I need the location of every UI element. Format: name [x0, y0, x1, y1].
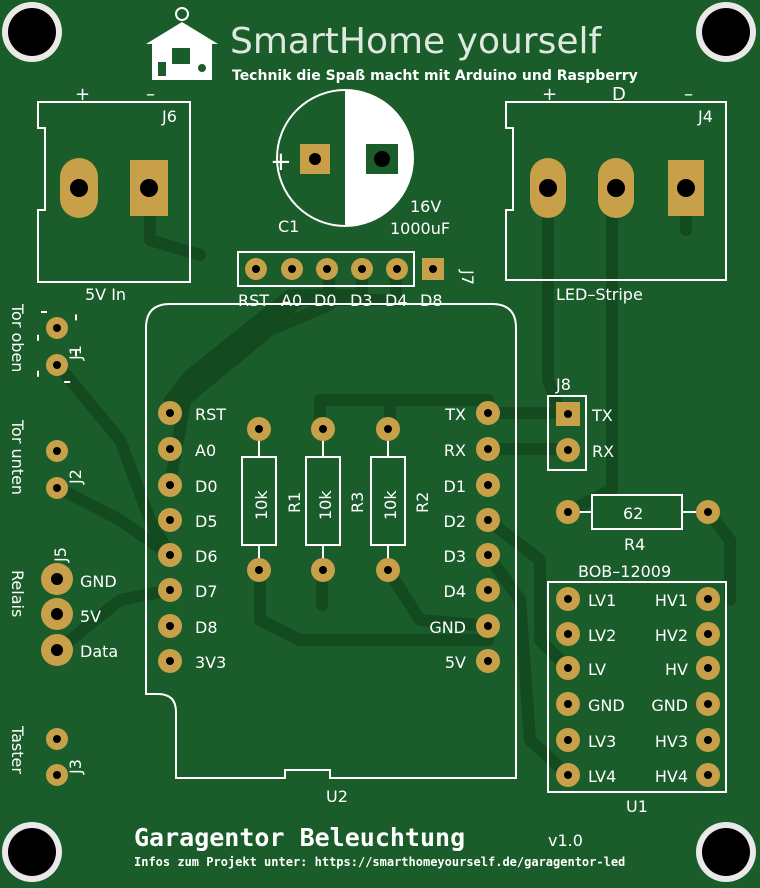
- j3-label: Taster: [8, 725, 27, 774]
- c1-plus-label: +: [270, 147, 292, 177]
- u1-pin-gnd-left: GND: [588, 696, 625, 715]
- j6-caption: 5V In: [85, 285, 126, 304]
- u2-pin-d1: D1: [444, 477, 467, 496]
- board-title: Garagentor Beleuchtung: [134, 823, 465, 852]
- u1-pin-hv4: HV4: [655, 767, 688, 786]
- u1-pin-hv3: HV3: [655, 732, 688, 751]
- j6-ref: J6: [161, 107, 177, 126]
- r1-ref: R1: [285, 492, 304, 513]
- j8-ref: J8: [555, 375, 571, 394]
- u1-pin-lv3: LV3: [588, 732, 616, 751]
- resistor-r1: 10k R1: [241, 417, 304, 582]
- u2-pin-d6: D6: [195, 547, 218, 566]
- j2-ref: J2: [66, 469, 85, 485]
- c1-voltage: 16V: [410, 197, 441, 216]
- u2-left-pins: RST A0 D0 D5 D6 D7 D8 3V3: [158, 401, 226, 673]
- j7-pin-rst: RST: [238, 291, 269, 310]
- u2-pin-tx: TX: [444, 405, 466, 424]
- j3-connector: Taster J3: [8, 725, 85, 786]
- j6-minus-label: –: [146, 84, 155, 105]
- u1-pin-lv: LV: [588, 660, 606, 679]
- j5-pin-data: Data: [80, 642, 118, 661]
- r3-ref: R3: [348, 492, 367, 513]
- r4-ref: R4: [624, 535, 645, 554]
- u1-pin-lv4: LV4: [588, 767, 616, 786]
- j4-connector: + D – J4 LED–Stripe: [505, 84, 727, 304]
- smarthome-house-icon: [146, 7, 218, 80]
- c1-capacity: 1000uF: [390, 219, 450, 238]
- u2-pin-d0: D0: [195, 477, 218, 496]
- j4-minus-label: –: [684, 84, 693, 105]
- u2-pin-d4: D4: [444, 582, 467, 601]
- j5-ref: J5: [51, 547, 70, 563]
- resistor-r3: 10k R3: [305, 417, 367, 582]
- u1-pin-gnd-right: GND: [651, 696, 688, 715]
- j2-connector: Tor unten J2: [8, 419, 85, 499]
- resistor-r4: 62 R4: [556, 494, 720, 554]
- u2-right-pins: TX RX D1 D2 D3 D4 GND 5V: [429, 401, 500, 673]
- u1-pin-hv1: HV1: [655, 591, 688, 610]
- j6-connector: + – J6 5V In: [37, 84, 191, 304]
- j4-data-label: D: [612, 84, 626, 105]
- c1-ref: C1: [278, 217, 299, 236]
- j5-pin-gnd: GND: [80, 572, 117, 591]
- j7-pin-d3: D3: [350, 291, 373, 310]
- j4-ref: J4: [697, 107, 713, 126]
- u2-pin-rst: RST: [195, 405, 226, 424]
- project-info: Infos zum Projekt unter: https://smartho…: [134, 855, 625, 869]
- j3-ref: J3: [66, 759, 85, 775]
- r3-value: 10k: [316, 490, 335, 520]
- u2-pin-a0: A0: [195, 441, 216, 460]
- u2-pin-5v: 5V: [445, 653, 466, 672]
- u1-pin-hv2: HV2: [655, 626, 688, 645]
- u2-pin-rx: RX: [444, 441, 466, 460]
- j8-pin-tx: TX: [591, 406, 613, 425]
- brand-tagline: Technik die Spaß macht mit Arduino und R…: [232, 68, 638, 84]
- j5-pin-5v: 5V: [80, 607, 101, 626]
- j6-plus-label: +: [75, 84, 90, 105]
- j4-plus-label: +: [542, 84, 557, 105]
- r2-ref: R2: [413, 492, 432, 513]
- j1-ref: J1: [66, 345, 85, 361]
- u2-pin-d5: D5: [195, 512, 218, 531]
- j8-header: J8 TX RX: [547, 375, 614, 471]
- j7-ref: J7: [458, 269, 477, 285]
- j7-pin-d8: D8: [420, 291, 443, 310]
- j7-pin-d0: D0: [314, 291, 337, 310]
- u2-module: U2: [145, 303, 517, 806]
- j7-pin-d4: D4: [385, 291, 408, 310]
- j2-label: Tor unten: [8, 419, 27, 495]
- u1-level-shifter: BOB–12009 U1 LV1 LV2 LV GND LV3 LV4 HV1 …: [547, 562, 727, 816]
- u2-pin-d3: D3: [444, 547, 467, 566]
- r4-value: 62: [623, 504, 643, 523]
- u2-pin-3v3: 3V3: [195, 653, 226, 672]
- j4-caption: LED–Stripe: [556, 285, 643, 304]
- u1-pin-hv: HV: [665, 660, 688, 679]
- c1-capacitor: + C1 16V 1000uF: [270, 89, 450, 238]
- board-version: v1.0: [548, 831, 583, 850]
- u2-pin-gnd: GND: [429, 618, 466, 637]
- r1-value: 10k: [252, 490, 271, 520]
- u2-pin-d2: D2: [444, 512, 467, 531]
- j7-header: J7 RST A0 D0 D3 D4 D8: [237, 251, 477, 310]
- j5-label: Relais: [8, 570, 27, 617]
- r2-value: 10k: [381, 490, 400, 520]
- j7-pin-a0: A0: [281, 291, 302, 310]
- j1-connector: Tor oben J1: [8, 303, 85, 383]
- u2-pin-d8: D8: [195, 618, 218, 637]
- u1-ref: U1: [626, 797, 648, 816]
- u1-pin-lv2: LV2: [588, 626, 616, 645]
- u1-pin-lv1: LV1: [588, 591, 616, 610]
- u2-ref: U2: [326, 787, 348, 806]
- j5-connector: Relais J5 GND 5V Data: [8, 547, 118, 666]
- j8-pin-rx: RX: [592, 442, 614, 461]
- j1-label: Tor oben: [8, 303, 27, 372]
- brand-name: SmartHome yourself: [230, 21, 603, 62]
- u2-pin-d7: D7: [195, 582, 218, 601]
- resistor-r2: 10k R2: [370, 417, 432, 582]
- u1-title: BOB–12009: [578, 562, 671, 581]
